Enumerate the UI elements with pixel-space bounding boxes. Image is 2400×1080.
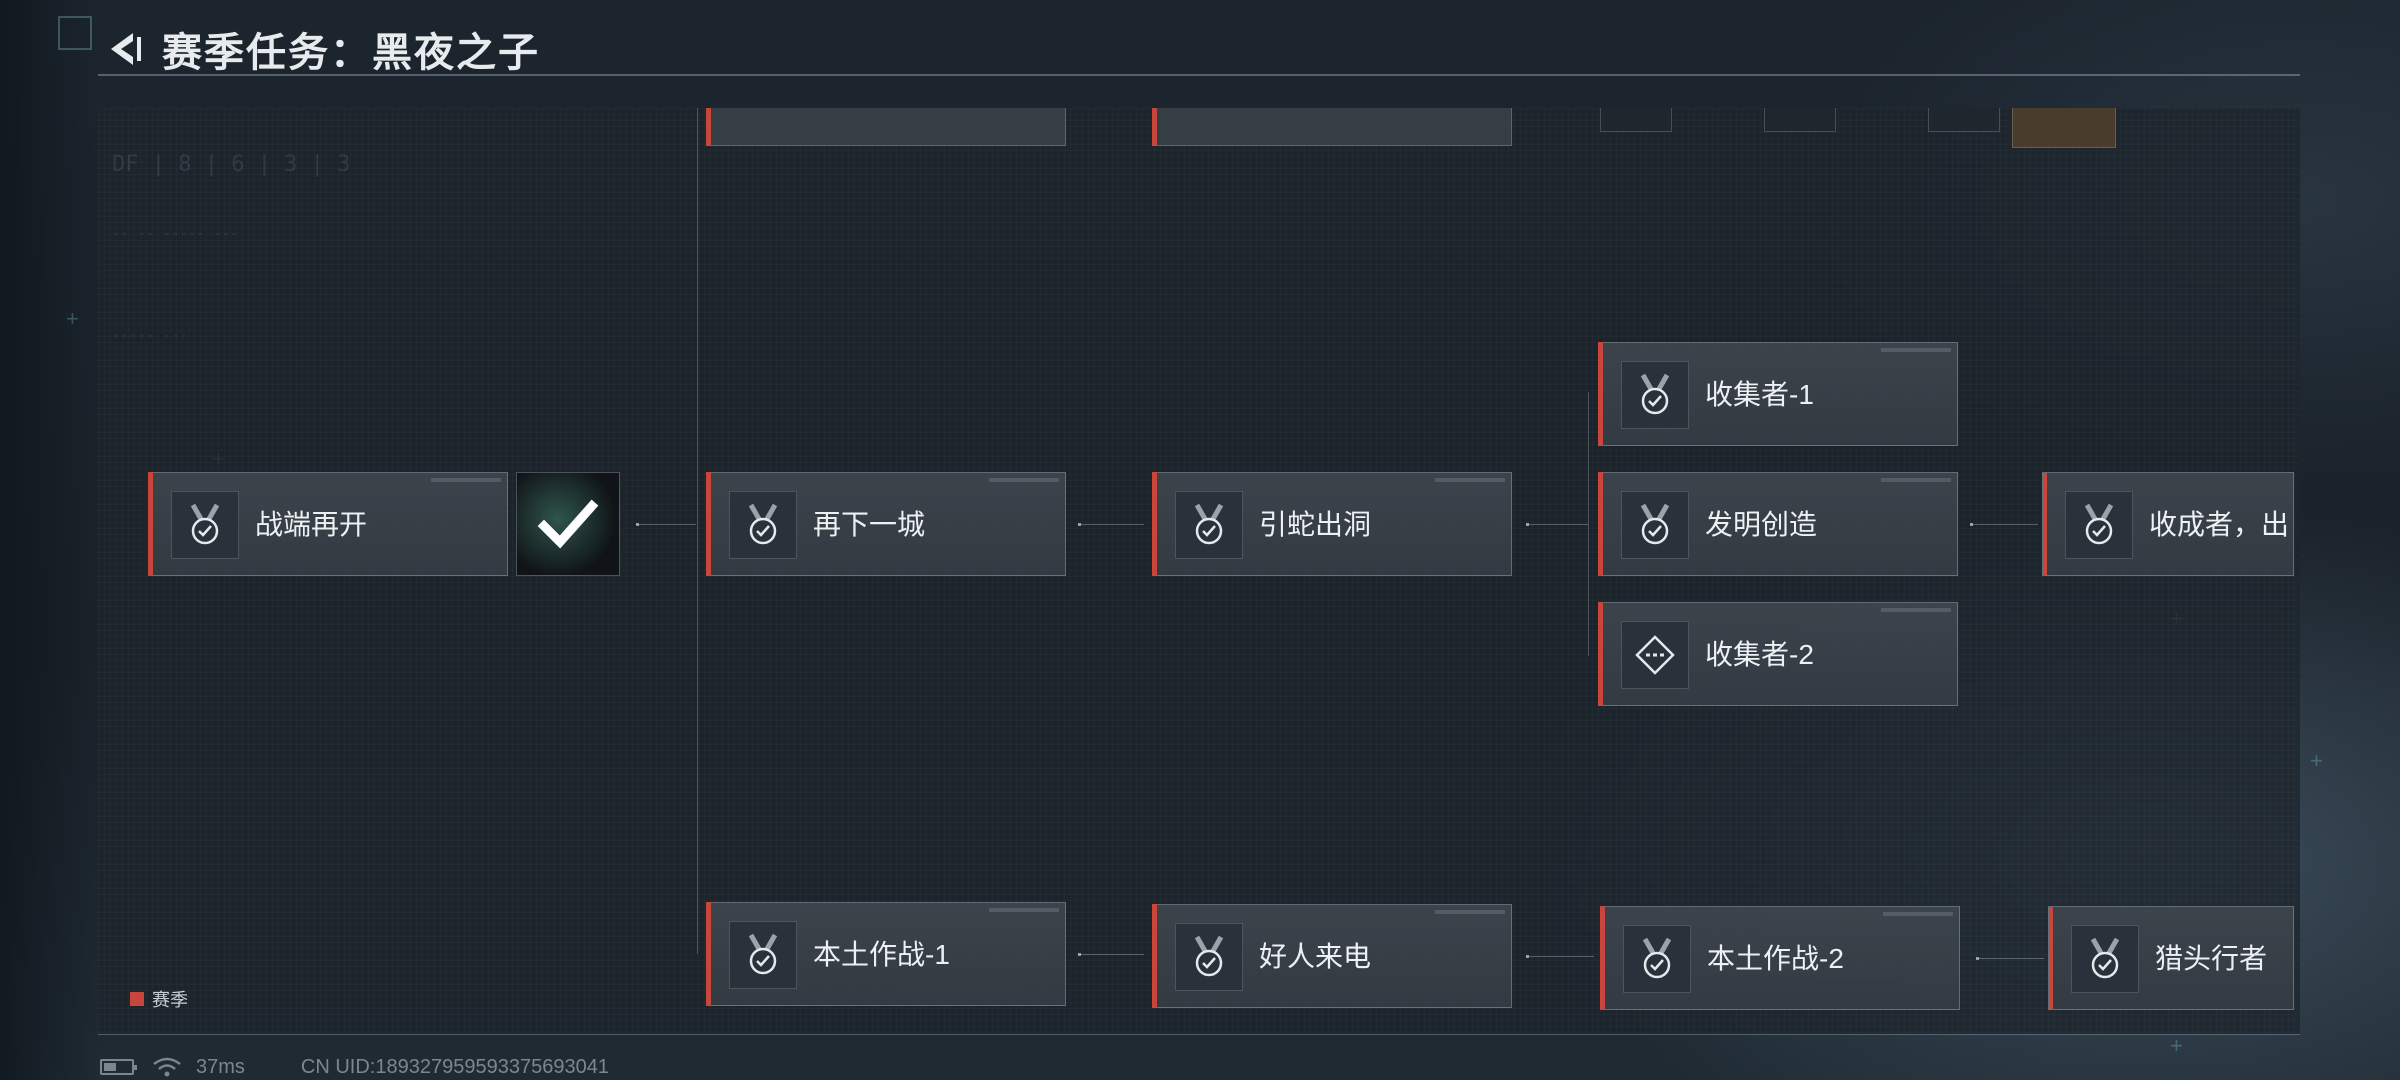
card-corner-mark [1435,910,1505,914]
reward-thumbnail-offscreen [1600,108,1672,132]
header: 赛季任务：黑夜之子 [98,20,540,78]
quest-card[interactable]: 好人来电 [1152,904,1512,1008]
connector-dot [636,523,639,526]
card-corner-mark [1435,478,1505,482]
header-divider [98,74,2300,76]
tree-connector [1588,392,1589,656]
ghost-decoration: -- -- ----- --- [112,226,239,242]
quest-title: 本土作战-2 [1707,943,1844,974]
medal-check-icon [729,491,797,559]
quest-title: 发明创造 [1705,509,1818,540]
hud-cross-icon: + [2170,1033,2183,1058]
quest-card[interactable]: 发明创造 [1598,472,1958,576]
medal-check-icon [1175,491,1243,559]
quest-title: 收成者，出 [2149,509,2290,540]
wifi-icon [153,1057,181,1077]
connector-dot [1078,523,1081,526]
hud-edge-decoration [0,0,100,1080]
back-button[interactable] [98,24,148,74]
checkmark-icon [537,499,599,549]
tree-connector [1526,956,1594,957]
quest-title: 引蛇出洞 [1259,509,1372,540]
ghost-decoration: DF | 8 | 6 | 3 | 3 [112,152,351,177]
quest-card-offscreen[interactable] [706,108,1066,146]
tree-connector [1526,524,1588,525]
legend-swatch [130,992,144,1006]
connector-dot [1526,523,1529,526]
medal-check-icon [2071,925,2139,993]
quest-card[interactable]: 收集者-2 [1598,602,1958,706]
quest-card[interactable]: 战端再开 [148,472,508,576]
medal-check-icon [2065,491,2133,559]
quest-title: 猎头行者 [2155,943,2268,974]
quest-title: 收集者-2 [1705,639,1814,670]
quest-card[interactable]: 引蛇出洞 [1152,472,1512,576]
reward-thumbnail-offscreen [2012,108,2116,148]
legend: 赛季 [130,986,188,1012]
medal-check-icon [1621,361,1689,429]
connector-dot [1078,953,1081,956]
quest-card[interactable]: 本土作战-1 [706,902,1066,1006]
tree-connector [1078,524,1144,525]
quest-card[interactable]: 收成者，出 [2042,472,2294,576]
ping-value: 37ms [196,1055,245,1078]
quest-title: 好人来电 [1259,941,1372,972]
card-corner-mark [1883,912,1953,916]
tree-connector [1078,954,1144,955]
card-corner-mark [1881,348,1951,352]
diamond-dash-icon [1621,621,1689,689]
quest-card[interactable]: 再下一城 [706,472,1066,576]
hud-frame-decoration [58,16,92,50]
ghost-decoration: ----- --- [112,328,188,344]
medal-check-icon [1175,923,1243,991]
quest-card-offscreen[interactable] [1152,108,1512,146]
medal-check-icon [729,921,797,989]
reward-thumbnail-offscreen [1928,108,2000,132]
connector-dot [1526,955,1529,958]
back-arrow-icon [111,33,141,65]
user-uid: CN UID:1893279595933756930​41 [300,1055,609,1078]
legend-label: 赛季 [152,990,188,1010]
tree-connector [1970,524,2038,525]
quest-card[interactable]: 收集者-1 [1598,342,1958,446]
quest-card[interactable]: 本土作战-2 [1600,906,1960,1010]
card-corner-mark [431,478,501,482]
quest-title: 再下一城 [813,509,926,540]
card-corner-mark [1881,478,1951,482]
medal-check-icon [1623,925,1691,993]
tree-connector [636,524,696,525]
tree-connector [1976,958,2044,959]
quest-title: 收集者-1 [1705,379,1814,410]
card-corner-mark [989,478,1059,482]
panel-bottom-divider [98,1034,2300,1035]
card-corner-mark [1881,608,1951,612]
status-bar: 37ms CN UID:1893279595933756930​41 [100,1054,609,1080]
page-title: 赛季任务：黑夜之子 [162,31,540,75]
connector-dot [1976,957,1979,960]
reward-claimed-box[interactable] [516,472,620,576]
connector-dot [1970,523,1973,526]
hud-cross-icon: + [2310,748,2323,773]
quest-title: 本土作战-1 [813,939,950,970]
quest-title: 战端再开 [255,509,368,540]
battery-icon [100,1059,137,1075]
tree-connector [697,108,698,954]
quest-card[interactable]: 猎头行者 [2048,906,2294,1010]
medal-check-icon [1621,491,1689,559]
card-corner-mark [989,908,1059,912]
reward-thumbnail-offscreen [1764,108,1836,132]
medal-check-icon [171,491,239,559]
hud-cross-icon: + [66,306,79,331]
